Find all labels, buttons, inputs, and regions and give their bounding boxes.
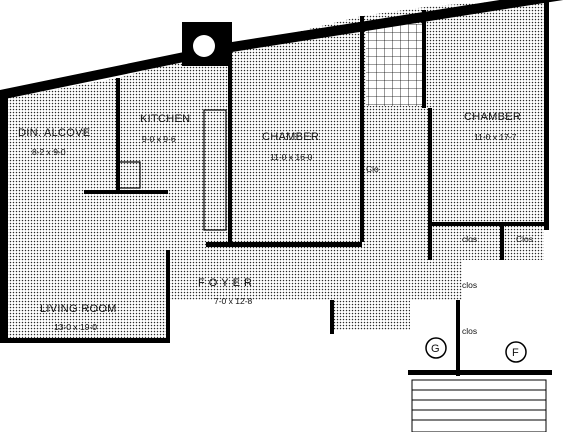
left-wall: [0, 92, 8, 342]
foyer-dims: 7-0 x 12-8: [214, 296, 253, 306]
closet-label: clos: [462, 326, 477, 336]
din-alcove-dims: 8-2 x 9-0: [32, 147, 66, 157]
living-bottom-wall: [0, 338, 170, 343]
chamber-2-dims: 11-0 x 17-7: [474, 132, 517, 142]
living-room-dims: 13-0 x 19-0: [54, 322, 97, 332]
living-right-wall: [166, 250, 170, 342]
chamber2-left-wall: [428, 108, 432, 260]
right-outer-wall: [544, 0, 549, 230]
dining-divider: [84, 190, 168, 194]
top-outer-wall: [0, 52, 184, 100]
chamber-2-label: CHAMBER: [464, 111, 521, 123]
din-alcove-fill: [8, 78, 118, 192]
kitchen-label: KITCHEN: [140, 113, 190, 125]
stair: [411, 379, 547, 432]
kitchen-dims: 9-0 x 9-6: [142, 134, 176, 144]
closet-label: clos: [462, 280, 477, 290]
foyer-label: FOYER: [198, 277, 256, 289]
svg-text:F: F: [512, 347, 519, 359]
closet-label: Clo: [366, 164, 379, 174]
kitchen-range: [117, 161, 141, 189]
top-outer-wall-right: [232, 0, 564, 52]
bath-tiles: [366, 24, 422, 106]
clos-wall: [432, 222, 548, 226]
chimney-flue: [193, 35, 215, 57]
closet-label: Clos: [516, 234, 533, 244]
bath-right-wall: [422, 10, 426, 108]
clos-fill: [432, 222, 544, 260]
kitchen-left-wall: [116, 78, 120, 192]
chamber-1-label: CHAMBER: [262, 131, 319, 143]
marker-g: G: [425, 337, 447, 359]
foyer-top-wall: [206, 242, 362, 247]
closet-label: clos: [462, 234, 477, 244]
chamber-1-dims: 11-0 x 16-0: [270, 152, 313, 162]
foyer-fill: [168, 134, 462, 330]
chamber-divider: [360, 16, 364, 242]
living-room-fill: [8, 192, 168, 340]
foyer-lower-wall: [330, 300, 334, 334]
svg-text:G: G: [431, 343, 440, 355]
living-room-label: LIVING ROOM: [40, 303, 117, 315]
foyer-bottom-right: [456, 300, 460, 376]
clos-divider: [500, 226, 504, 260]
kitchen-right-wall: [228, 48, 232, 246]
din-alcove-label: DIN. ALCOVE: [18, 127, 90, 139]
chamber-1-fill: [232, 16, 362, 242]
stair-wall: [408, 370, 552, 375]
marker-f: F: [505, 341, 527, 363]
walls: [0, 0, 564, 376]
kitchen-counter: [203, 109, 227, 231]
